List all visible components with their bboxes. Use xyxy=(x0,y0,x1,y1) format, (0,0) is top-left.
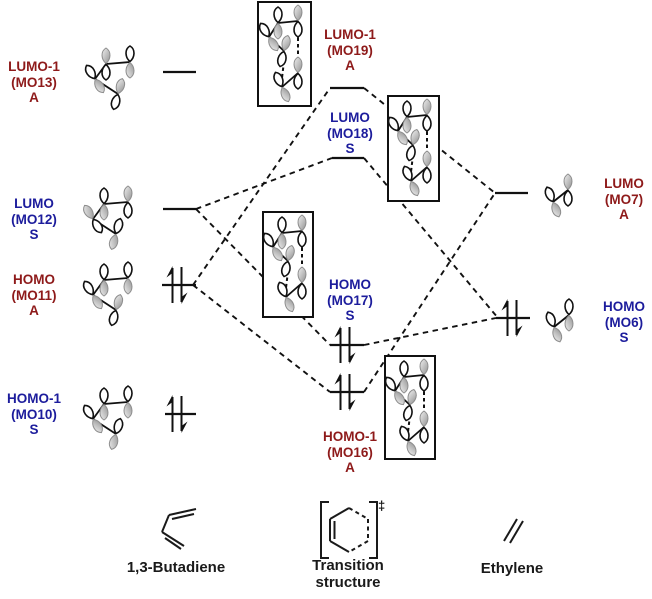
mo-label-symmetry: A xyxy=(29,303,39,318)
orbital-picture-mo13 xyxy=(83,46,134,110)
transition-structure-label-line2: structure xyxy=(315,574,381,591)
mo-label-symmetry: S xyxy=(619,330,629,345)
correlation-line-mo11-mo16 xyxy=(192,284,331,393)
mo-label-mo7: LUMO (MO7) A xyxy=(596,176,652,223)
mo-label-number: (MO19) xyxy=(327,42,373,58)
orbital-picture-mo7 xyxy=(543,174,572,218)
mo-label-number: (MO6) xyxy=(604,314,644,330)
mo-label-name: LUMO xyxy=(604,176,644,191)
mo-label-name: LUMO-1 xyxy=(8,59,60,74)
transition-structure-drawing xyxy=(320,501,378,559)
butadiene-label: 1,3-Butadiene xyxy=(126,559,226,576)
orbital-box-mo16 xyxy=(383,355,436,460)
mo-label-number: (MO11) xyxy=(11,287,57,303)
transition-structure-label: Transition structure xyxy=(298,557,398,591)
orbital-picture-mo6 xyxy=(544,299,573,343)
mo-label-number: (MO18) xyxy=(327,125,373,141)
mo-label-name: HOMO xyxy=(13,272,55,287)
ethylene-structure xyxy=(503,518,524,544)
mo-label-mo19: LUMO-1 (MO19) A xyxy=(316,27,384,74)
mo-label-name: HOMO-1 xyxy=(7,391,61,406)
mo-label-symmetry: S xyxy=(345,308,355,323)
correlation-line-mo18-mo6 xyxy=(363,157,499,319)
mo-label-name: HOMO xyxy=(603,299,645,314)
mo-label-number: (MO16) xyxy=(327,444,373,460)
mo-label-name: LUMO-1 xyxy=(324,27,376,42)
mo-label-symmetry: A xyxy=(345,460,355,475)
mo-label-symmetry: A xyxy=(619,207,629,222)
orbital-picture-mo12 xyxy=(81,186,132,250)
transition-structure-label-line1: Transition xyxy=(312,557,384,574)
butadiene-structure xyxy=(161,508,197,550)
mo-label-number: (MO10) xyxy=(11,406,57,422)
double-dagger-symbol: ‡ xyxy=(378,498,386,513)
mo-label-mo10: HOMO-1 (MO10) S xyxy=(0,391,68,438)
mo-label-symmetry: S xyxy=(29,227,39,242)
mo-label-number: (MO13) xyxy=(11,74,57,90)
mo-label-name: HOMO xyxy=(329,277,371,292)
orbital-box-mo17 xyxy=(261,211,314,318)
mo-label-mo6: HOMO (MO6) S xyxy=(596,299,652,346)
mo-label-name: HOMO-1 xyxy=(323,429,377,444)
mo-label-symmetry: S xyxy=(29,422,39,437)
mo-label-name: LUMO xyxy=(14,196,54,211)
mo-label-mo16: HOMO-1 (MO16) A xyxy=(316,429,384,476)
ethylene-label: Ethylene xyxy=(480,560,544,577)
orbital-box-mo19 xyxy=(257,1,312,107)
orbital-picture-mo11 xyxy=(81,262,132,326)
mo-label-symmetry: A xyxy=(345,58,355,73)
mo-label-symmetry: S xyxy=(345,141,355,156)
mo-label-number: (MO7) xyxy=(604,191,644,207)
mo-label-mo17: HOMO (MO17) S xyxy=(316,277,384,324)
orbital-picture-mo10 xyxy=(81,386,132,450)
mo-label-mo11: HOMO (MO11) A xyxy=(0,272,68,319)
orbital-box-mo18 xyxy=(386,95,440,202)
mo-label-mo12: LUMO (MO12) S xyxy=(0,196,68,243)
mo-label-mo18: LUMO (MO18) S xyxy=(316,110,384,157)
mo-label-number: (MO17) xyxy=(327,292,373,308)
mo-label-mo13: LUMO-1 (MO13) A xyxy=(0,59,68,106)
mo-label-symmetry: A xyxy=(29,90,39,105)
mo-label-name: LUMO xyxy=(330,110,370,125)
correlation-line-mo17-mo6 xyxy=(363,317,497,346)
mo-label-number: (MO12) xyxy=(11,211,57,227)
energy-levels xyxy=(162,70,530,416)
